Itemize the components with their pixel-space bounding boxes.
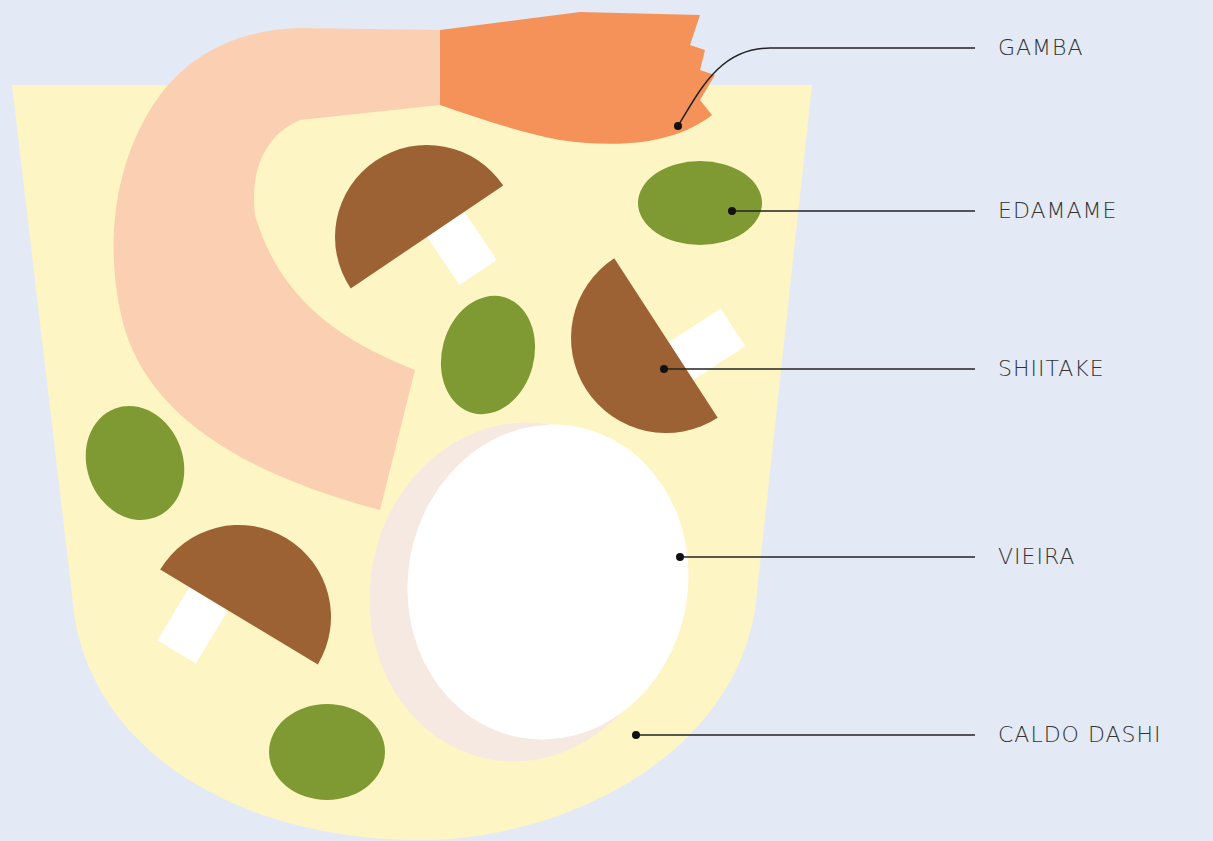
leader-line [636, 734, 975, 736]
leader-line [732, 210, 975, 212]
edamame [269, 704, 385, 800]
leader-line [680, 556, 975, 558]
leader-line [678, 48, 975, 126]
ingredient-label: EDAMAME [998, 198, 1117, 224]
ingredient-label: GAMBA [998, 35, 1084, 61]
leader-dots [632, 122, 736, 739]
leader-lines [636, 48, 975, 735]
ingredient-label: CALDO DASHI [998, 722, 1162, 748]
edamame [428, 285, 548, 425]
leader-dot [632, 731, 640, 739]
edamame [70, 392, 200, 534]
ingredient-label: VIEIRA [998, 544, 1075, 570]
shrimp-tail [440, 12, 715, 144]
leader-dot [674, 122, 682, 130]
ingredient-label: SHIITAKE [998, 356, 1105, 382]
leader-dot [676, 553, 684, 561]
leader-dot [728, 207, 736, 215]
leader-line [664, 368, 975, 370]
edamame [638, 161, 762, 245]
leader-dot [660, 365, 668, 373]
scallop [383, 402, 714, 762]
shiitake [128, 491, 365, 718]
